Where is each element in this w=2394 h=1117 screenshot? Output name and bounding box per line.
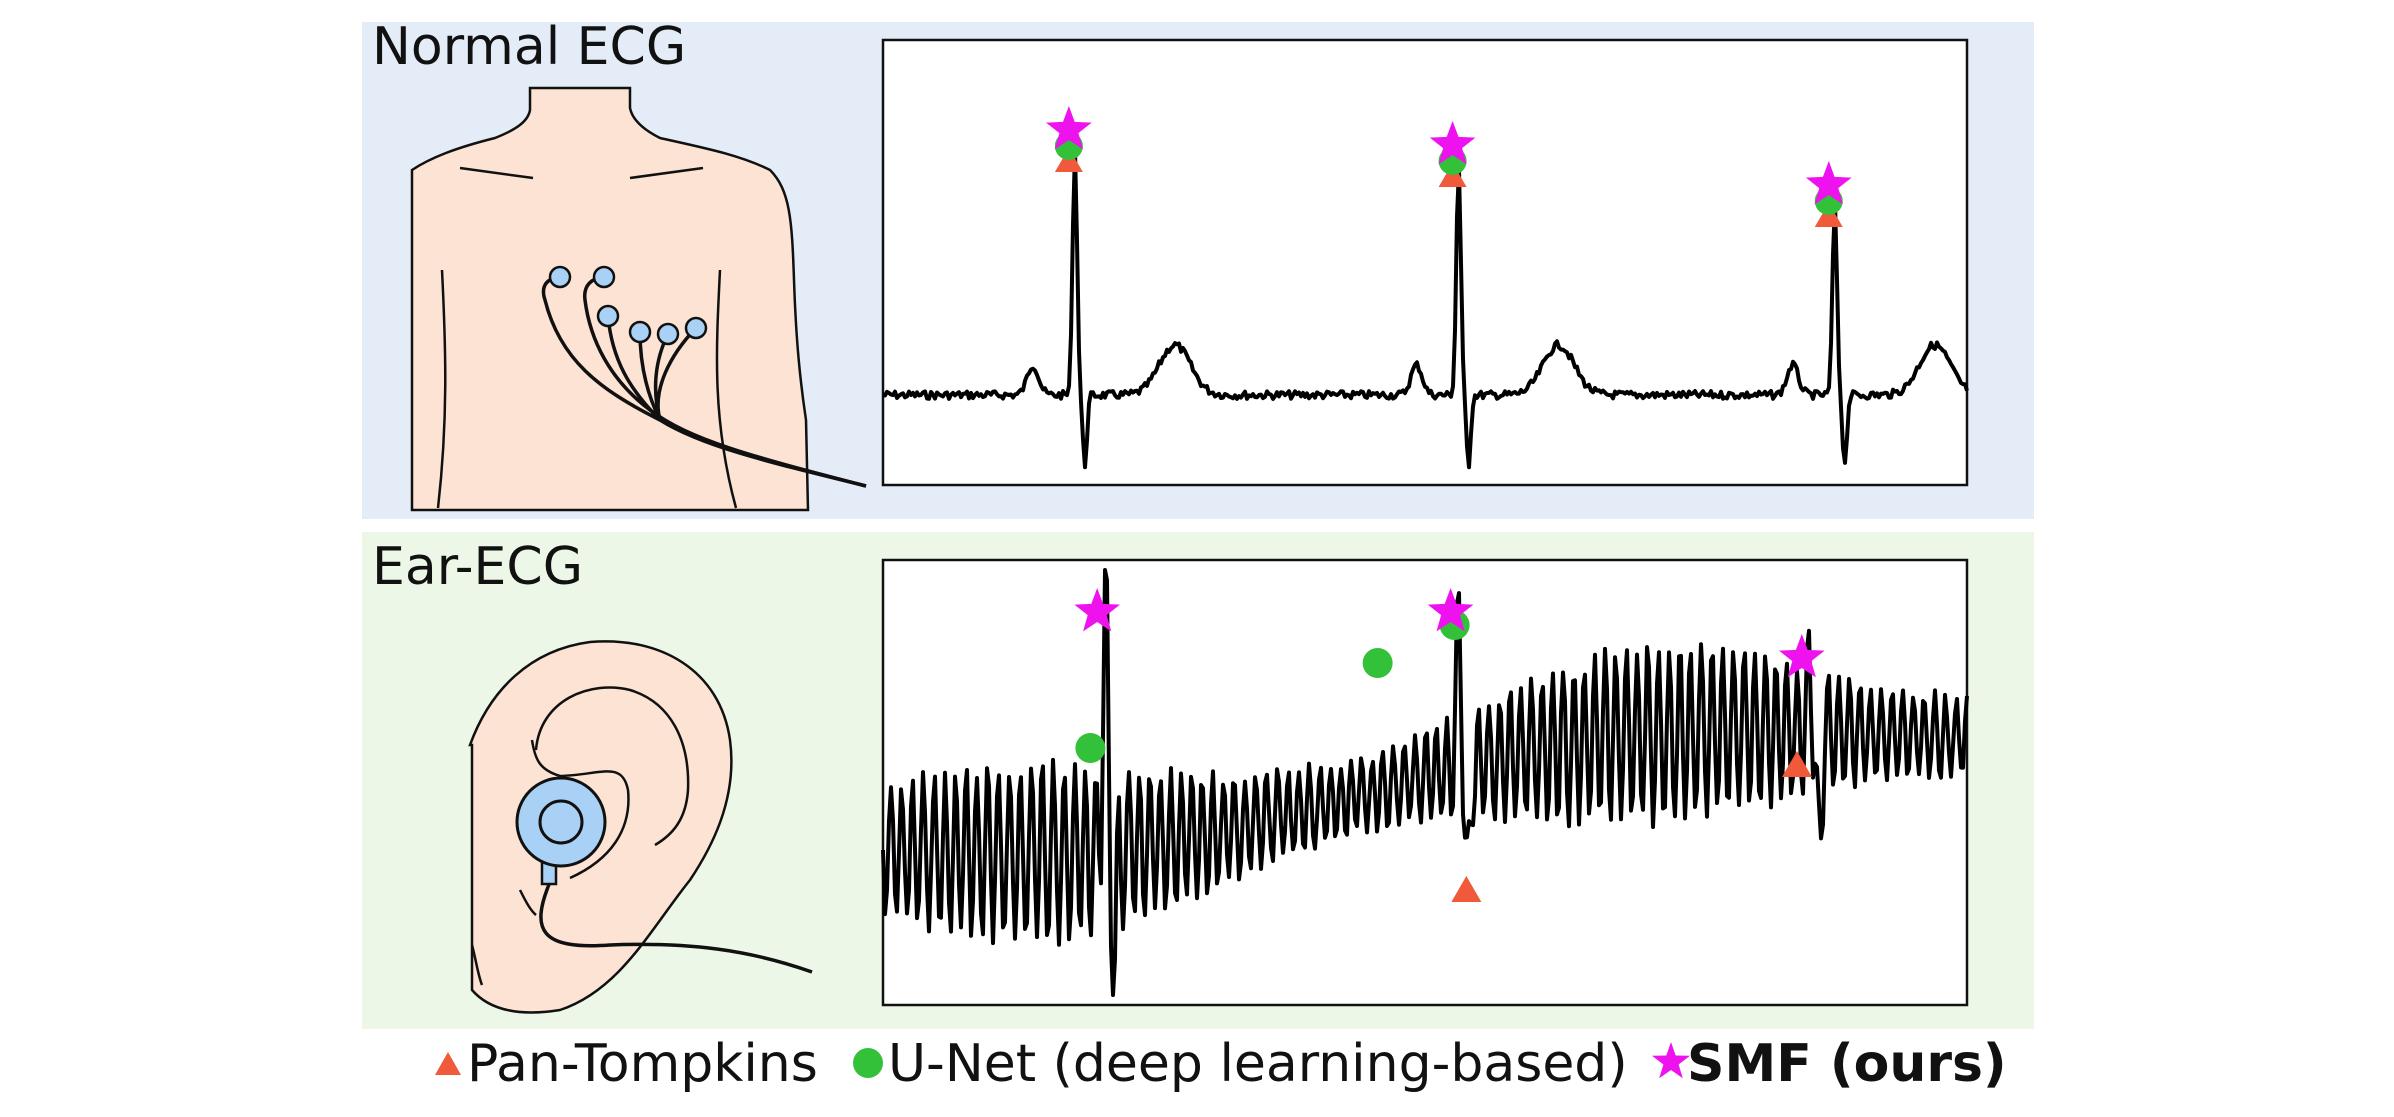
ear-illustration bbox=[468, 640, 813, 1014]
smf-marker bbox=[1779, 634, 1825, 678]
legend-pan-tompkins-label: Pan-Tompkins bbox=[467, 1034, 818, 1094]
earpiece-inner bbox=[538, 799, 584, 845]
chest-electrodes bbox=[548, 265, 708, 346]
legend-smf-label: SMF (ours) bbox=[1687, 1034, 2007, 1094]
smf-marker bbox=[1046, 106, 1092, 150]
normal-ecg-title: Normal ECG bbox=[372, 17, 686, 77]
legend-unet-label: U-Net (deep learning-based) bbox=[888, 1034, 1628, 1094]
normal-ecg-trace bbox=[882, 148, 1969, 470]
electrode-v6 bbox=[684, 316, 708, 340]
torso-illustration bbox=[410, 86, 867, 512]
electrode-v3 bbox=[596, 304, 620, 328]
smf-marker bbox=[1429, 121, 1476, 165]
ear-ecg-plot bbox=[881, 558, 1969, 1007]
torso-body bbox=[410, 86, 810, 512]
legend: Pan-Tompkins U-Net (deep learning-based)… bbox=[435, 1034, 2007, 1094]
smf-marker bbox=[1074, 588, 1120, 632]
electrode-v4 bbox=[628, 320, 652, 344]
normal-ecg-plot bbox=[881, 38, 1969, 487]
unet-marker bbox=[1362, 648, 1393, 678]
electrode-v5 bbox=[656, 322, 680, 346]
pan-tompkins-marker bbox=[1781, 751, 1812, 777]
electrode-v1 bbox=[548, 265, 572, 289]
smf-marker bbox=[1805, 161, 1852, 205]
electrode-v2 bbox=[592, 265, 616, 289]
normal-ecg-plot-frame bbox=[881, 38, 1969, 487]
unet-marker bbox=[1075, 733, 1106, 763]
legend-unet-marker bbox=[853, 1048, 883, 1078]
ear-ecg-trace bbox=[881, 568, 1969, 997]
ear-ecg-title: Ear-ECG bbox=[372, 537, 583, 597]
legend-pan-tompkins-marker bbox=[435, 1052, 461, 1075]
pan-tompkins-marker bbox=[1451, 876, 1482, 902]
smf-marker bbox=[1427, 588, 1474, 632]
legend-smf-marker bbox=[1652, 1042, 1690, 1079]
